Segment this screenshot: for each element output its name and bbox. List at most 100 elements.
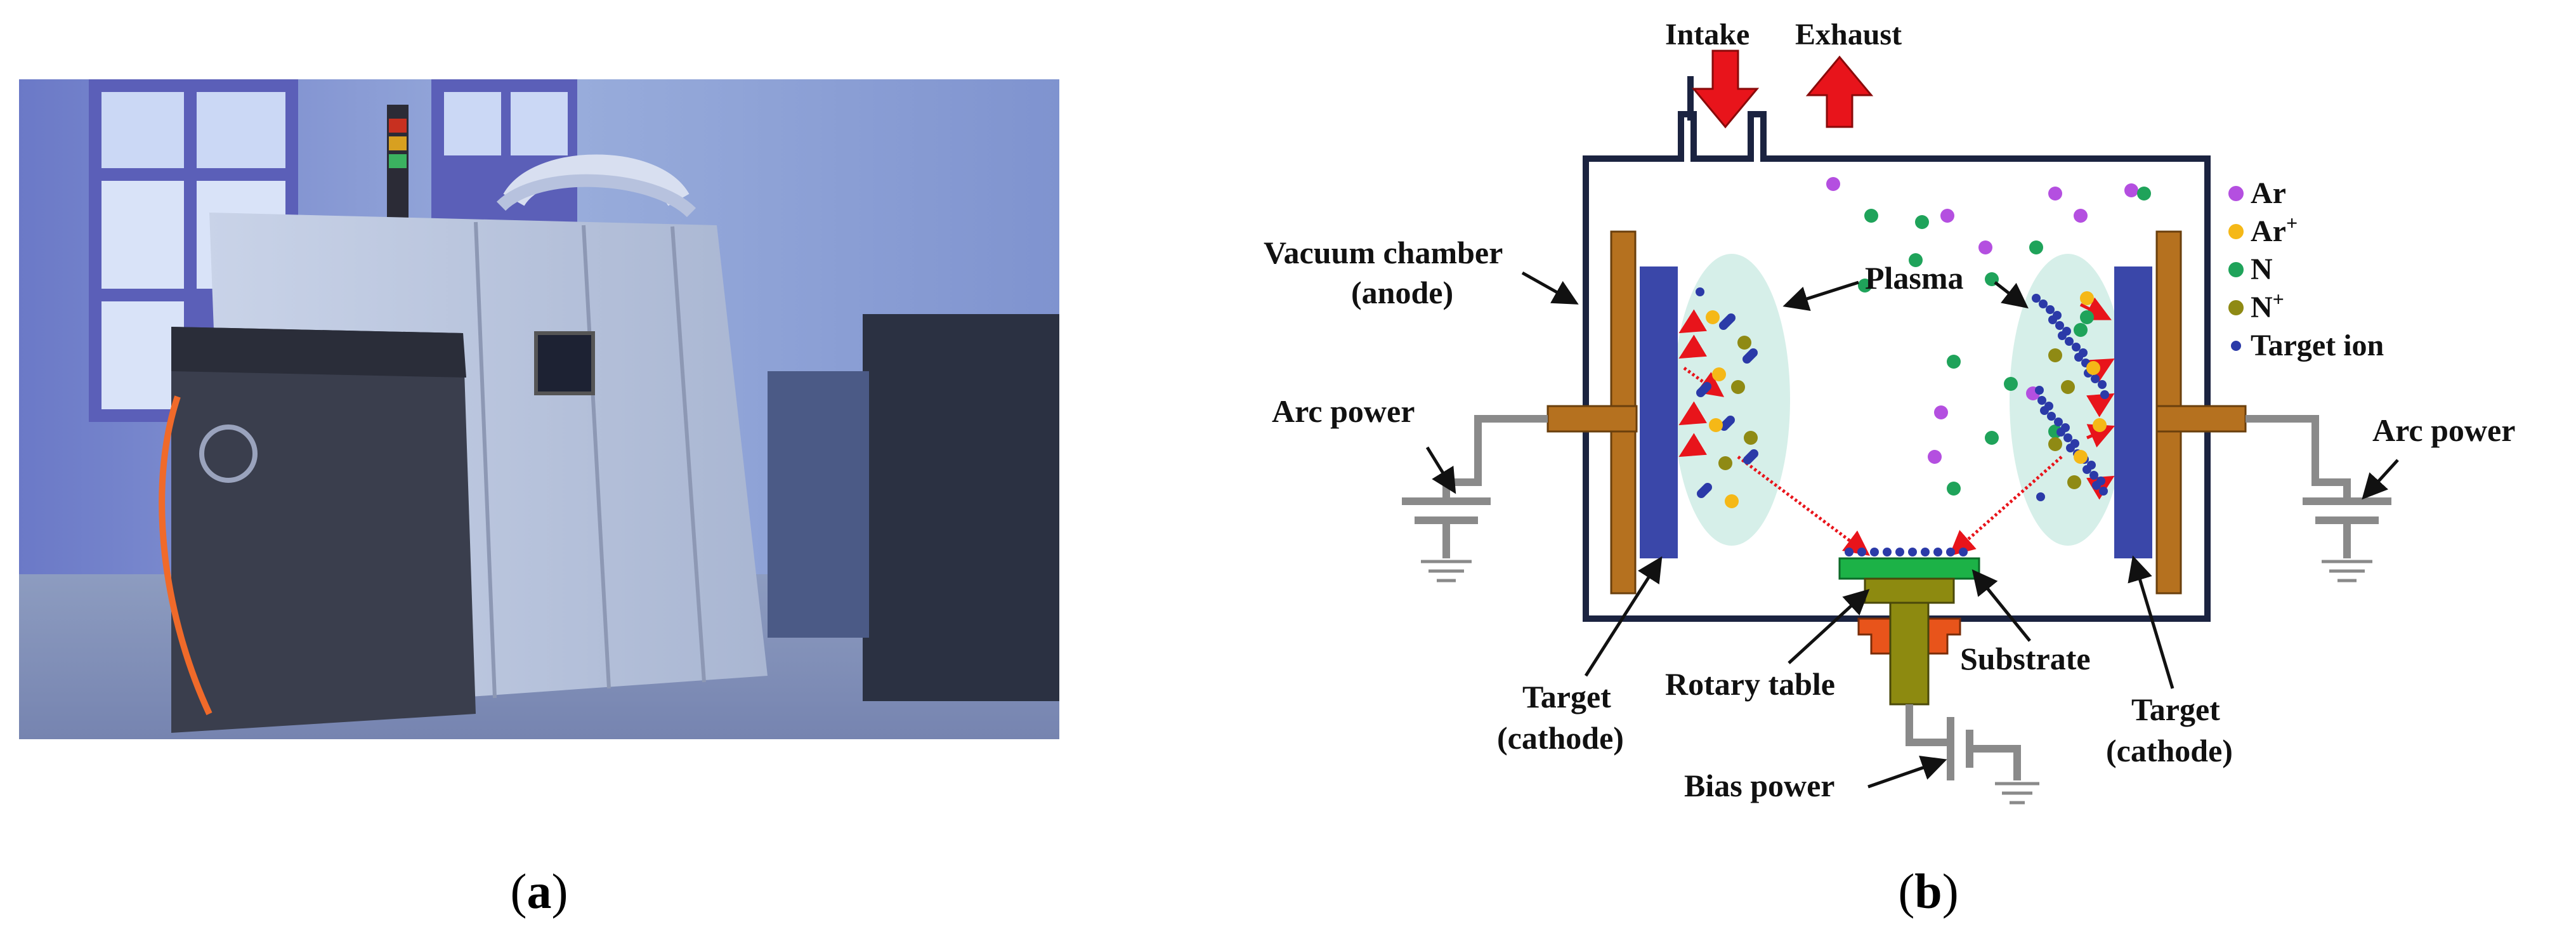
particle: [2029, 240, 2043, 254]
cathode-stem-right: [2155, 405, 2247, 433]
particle: [2065, 337, 2074, 346]
particle: [1703, 382, 1711, 391]
substrate-label: Substrate: [1960, 641, 2091, 676]
particle: [2067, 475, 2081, 489]
rotary-table-label: Rotary table: [1665, 666, 1835, 702]
plasma-cloud-right: [2010, 254, 2126, 546]
particle: [2061, 380, 2075, 394]
particle: [2080, 310, 2094, 324]
particle: [1709, 418, 1723, 432]
particle: [1749, 449, 1758, 458]
particle: [2046, 305, 2055, 314]
anode-label: (anode): [1351, 275, 1453, 310]
particle: [1908, 548, 1917, 556]
legend-label-4: Target ion: [2251, 329, 2384, 362]
rear-cabinet: [863, 314, 1059, 701]
particle: [1703, 483, 1712, 492]
particle: [2086, 361, 2100, 375]
intake-port: [1687, 76, 1694, 121]
particle: [1947, 482, 1961, 496]
particle: [2039, 299, 2048, 308]
cathode-left-label: (cathode): [1497, 720, 1624, 756]
panel-letter-b: b: [1914, 864, 1942, 919]
particle: [2080, 291, 2094, 305]
particle: [2079, 348, 2088, 357]
legend-label-0: Ar: [2251, 176, 2286, 210]
arc-power-circuit-left: [1402, 415, 1548, 582]
particle: [1718, 456, 1732, 470]
particle: [1895, 548, 1904, 556]
particle: [2074, 323, 2088, 337]
panel-letter-a: a: [526, 864, 552, 919]
particle: [1870, 548, 1879, 556]
panel-caption-b: (b): [1898, 864, 1959, 919]
target-left: [1640, 266, 1678, 558]
particle: [2100, 390, 2109, 399]
particle: [1946, 548, 1955, 556]
particle: [1928, 450, 1942, 464]
particle: [2035, 386, 2044, 395]
particle: [2062, 327, 2071, 336]
particle: [1921, 548, 1930, 556]
particle: [1909, 253, 1923, 267]
particle: [2099, 487, 2108, 496]
particle: [1933, 548, 1942, 556]
particle: [1947, 355, 1961, 369]
bias-power-circuit: [1906, 704, 2039, 805]
particle: [2072, 343, 2081, 352]
particle: [1706, 310, 1720, 324]
ion-flow-arrow-left: [1737, 456, 1870, 556]
panel-caption-a: (a): [510, 864, 568, 919]
particle: [1737, 336, 1751, 350]
vacuum-chamber-unit: [171, 327, 476, 733]
arc-ion-plating-schematic: Intake Exhaust: [1193, 0, 2575, 825]
legend-swatch-2: [2228, 262, 2244, 277]
particle: [2032, 294, 2041, 303]
particle: [2048, 437, 2062, 451]
particle: [2053, 311, 2062, 320]
particle: [2054, 418, 2063, 426]
intake-arrow-icon: [1691, 49, 1760, 129]
particle: [1940, 209, 1954, 223]
arc-power-circuit-right: [2246, 415, 2391, 582]
particle: [2074, 450, 2088, 464]
particle: [2048, 348, 2062, 362]
particle: [1934, 405, 1948, 419]
target-right: [2114, 266, 2152, 558]
particle: [1826, 177, 1840, 191]
rotary-table-top: [1864, 577, 1955, 604]
legend-swatch-4: [2231, 341, 2241, 351]
particle: [2098, 380, 2107, 389]
particle: [1857, 548, 1866, 556]
legend-swatch-0: [2228, 186, 2244, 201]
particle: [1959, 548, 1968, 556]
control-screen: [534, 331, 595, 395]
particle: [1744, 431, 1758, 445]
cathode-stem-left: [1546, 405, 1638, 433]
particle: [2004, 377, 2018, 391]
legend-swatch-1: [2228, 224, 2244, 239]
target-right-label: Target: [2131, 692, 2220, 727]
exhaust-label: Exhaust: [1795, 18, 1902, 51]
legend-label-1: Ar+: [2251, 211, 2298, 248]
particles: [1696, 177, 2151, 556]
bias-power-label: Bias power: [1684, 768, 1835, 803]
intake-label: Intake: [1665, 18, 1749, 51]
particle: [1845, 548, 1854, 556]
particle: [1696, 287, 1704, 296]
ion-bombard-arrows-left: [1678, 309, 1725, 457]
legend-swatch-3: [2228, 300, 2244, 315]
plasma-label: Plasma: [1865, 260, 1964, 296]
particle: [2093, 418, 2107, 432]
particle: [2037, 396, 2046, 405]
particle: [2087, 461, 2096, 470]
particle: [1727, 313, 1736, 322]
particle: [2124, 183, 2138, 197]
particle: [2063, 433, 2072, 442]
equipment-photo-illustration: [19, 79, 1059, 739]
particle: [2070, 439, 2079, 448]
particle: [1985, 431, 1999, 445]
particle: [1883, 548, 1892, 556]
target-left-label: Target: [1522, 679, 1611, 714]
